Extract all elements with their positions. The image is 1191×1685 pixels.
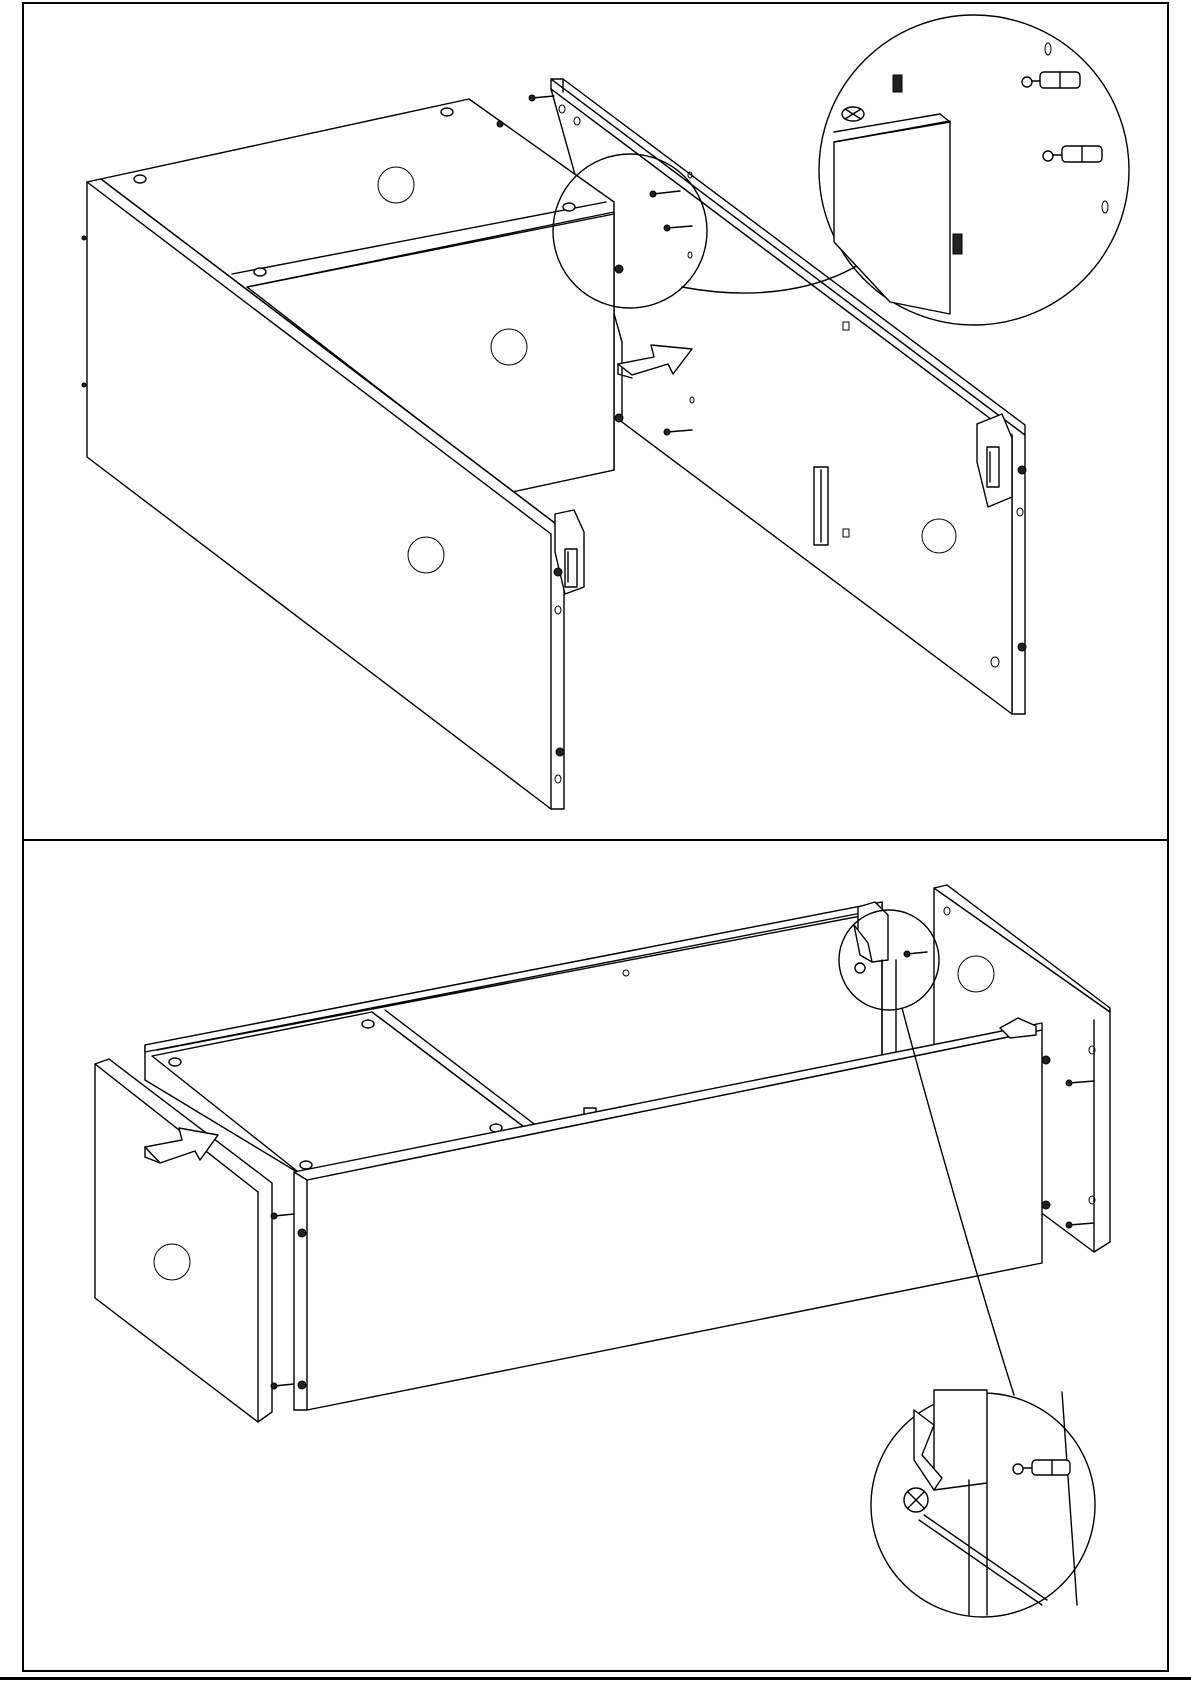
cam-dowel [271, 1383, 294, 1389]
assembly-step-panel-1 [22, 2, 1169, 841]
cam-dowel-large [1043, 146, 1102, 162]
step-1-drawing [24, 4, 1171, 843]
cam-lock [855, 963, 865, 973]
cam-lock [362, 1020, 374, 1028]
cam-dowel [271, 1213, 294, 1219]
cam-lock [300, 1161, 312, 1169]
cam-dowel [904, 951, 927, 957]
page-bottom-rule [0, 1677, 1191, 1680]
cam-dowel [529, 95, 554, 101]
cam-lock [169, 1058, 181, 1066]
detail-circle-large [819, 15, 1129, 325]
detail-circle-large [871, 1390, 1095, 1617]
assembly-step-panel-2 [22, 841, 1169, 1672]
step-2-drawing [24, 841, 1171, 1672]
cam-dowel-large [1022, 72, 1080, 88]
screwdriver [919, 1520, 1042, 1605]
cam-dowel-large [1013, 1460, 1070, 1475]
